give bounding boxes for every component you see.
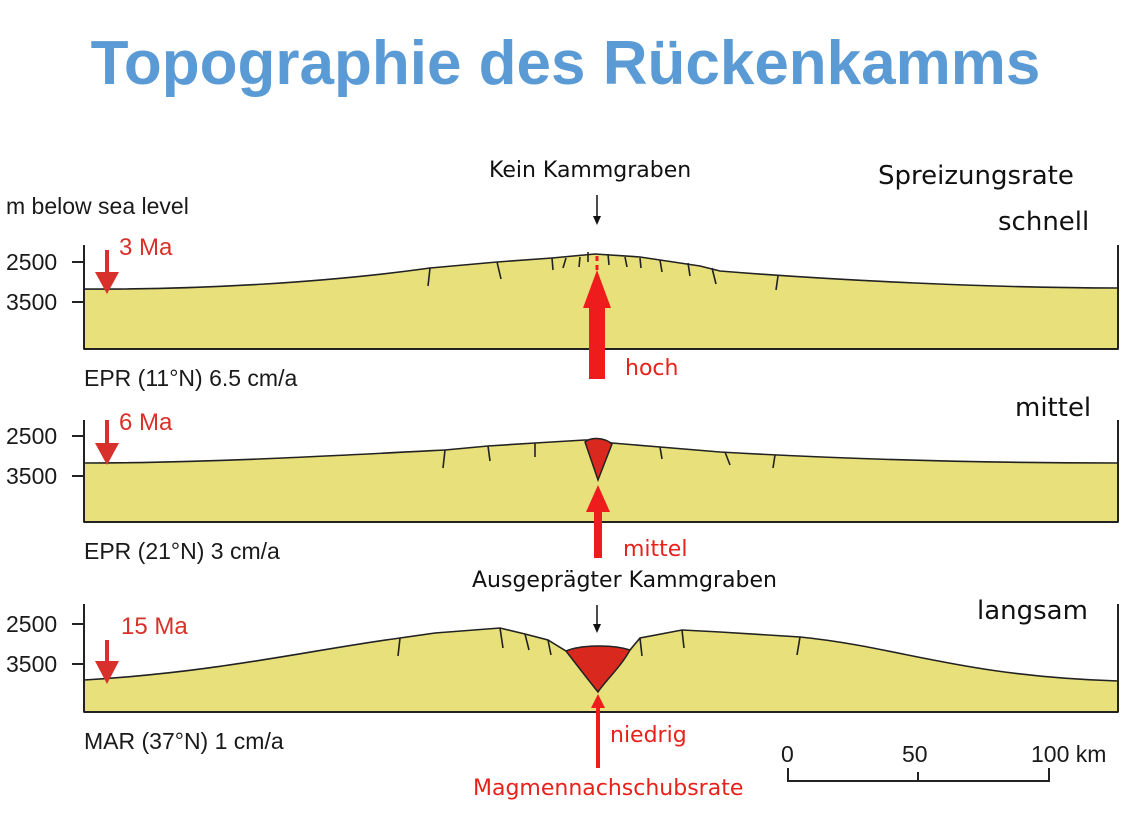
- magma-supply-caption: Magmennachschubsrate: [473, 776, 744, 801]
- crust-body-intermediate: [83, 439, 1119, 523]
- spreading-rate-heading: Spreizungsrate: [878, 161, 1074, 191]
- supply-label-low: niedrig: [610, 723, 687, 748]
- faults-intermediate: [442, 443, 776, 469]
- scale-tick-0: 0: [781, 741, 794, 767]
- tick-3500-intermediate: 3500: [6, 463, 58, 489]
- magma-chamber-slow: [564, 645, 632, 694]
- axial-valley-label: Ausgeprägter Kammgraben: [472, 568, 777, 593]
- tick-2500-slow: 2500: [6, 611, 58, 637]
- ridge-label-slow: MAR (37°N) 1 cm/a: [84, 728, 284, 754]
- scale-tick-50: 50: [902, 741, 928, 767]
- tick-3500-fast: 3500: [6, 289, 58, 315]
- ridge-label-intermediate: EPR (21°N) 3 cm/a: [84, 538, 280, 564]
- age-label-intermediate: 6 Ma: [119, 409, 173, 436]
- page-title: Topographie des Rückenkamms: [90, 29, 1041, 98]
- no-axial-valley-label: Kein Kammgraben: [489, 158, 692, 183]
- scale-tick-100: 100 km: [1031, 741, 1107, 767]
- axis-unit-label: m below sea level: [6, 193, 189, 219]
- supply-label-medium: mittel: [623, 537, 688, 562]
- tick-2500-intermediate: 2500: [6, 423, 58, 449]
- faults-fast: [427, 252, 779, 291]
- rate-label-intermediate: mittel: [1015, 393, 1092, 423]
- rate-label-slow: langsam: [977, 596, 1088, 626]
- rate-label-fast: schnell: [998, 207, 1090, 237]
- faults-slow: [397, 627, 801, 657]
- age-label-slow: 15 Ma: [121, 613, 188, 640]
- supply-label-high: hoch: [625, 356, 679, 381]
- tick-2500-fast: 2500: [6, 249, 58, 275]
- magma-lens-intermediate: [584, 437, 613, 483]
- profile-fast: [72, 195, 1119, 379]
- scale-bar: [787, 768, 1050, 782]
- tick-3500-slow: 3500: [6, 651, 58, 677]
- profile-slow: [72, 604, 1119, 768]
- ridge-label-fast: EPR (11°N) 6.5 cm/a: [84, 365, 298, 391]
- profile-intermediate: [72, 420, 1119, 558]
- age-label-fast: 3 Ma: [119, 234, 173, 261]
